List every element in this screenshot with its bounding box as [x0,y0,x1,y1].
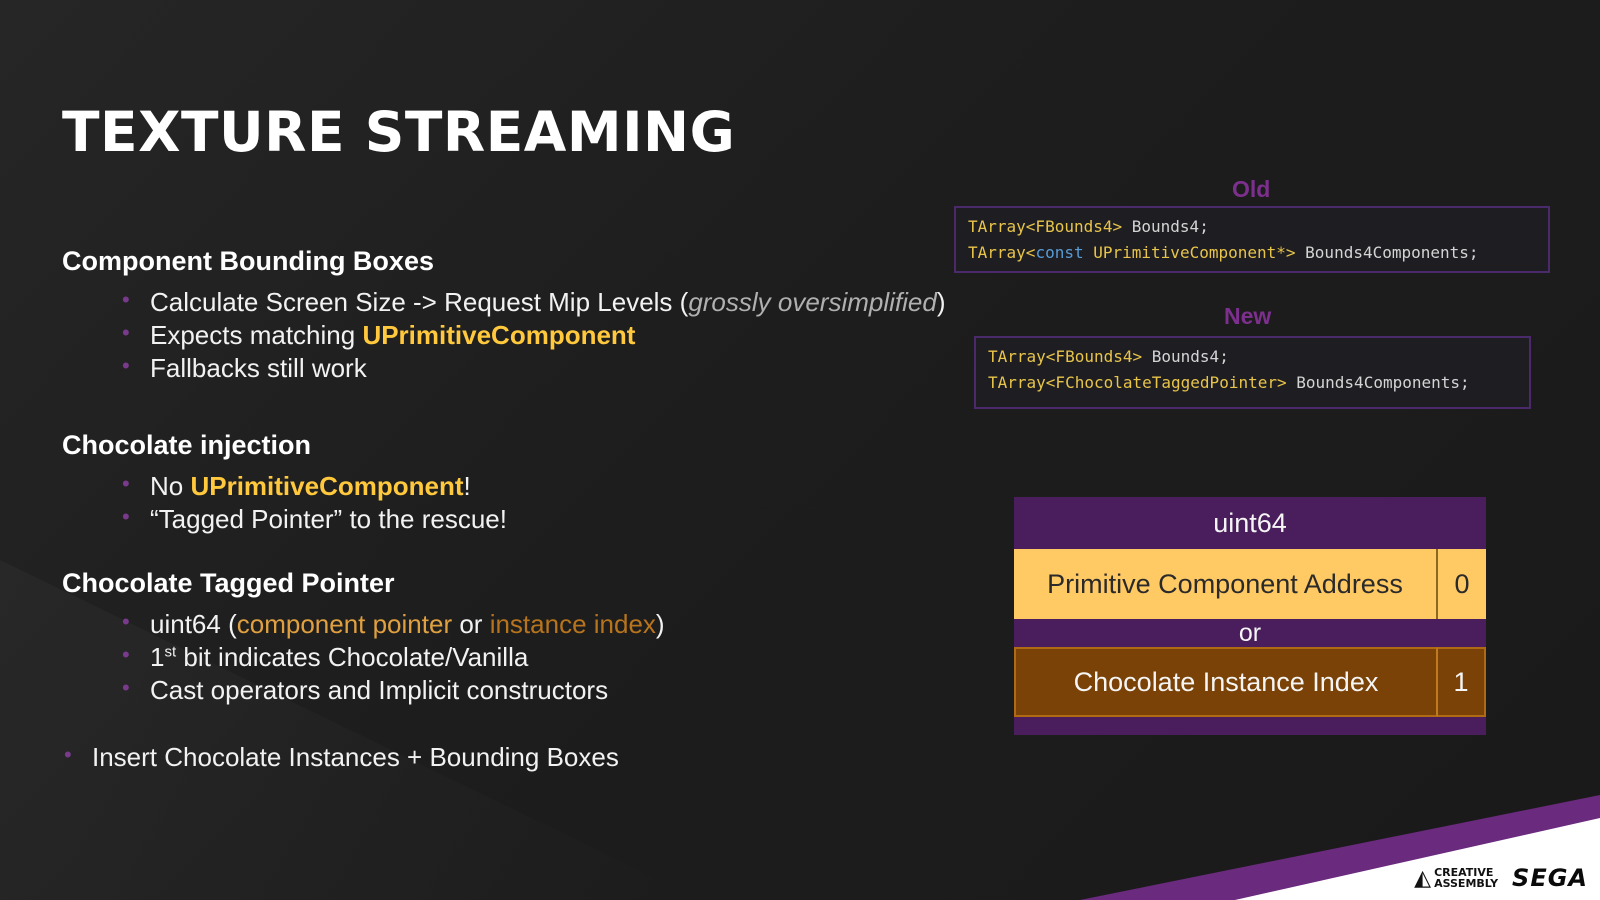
section-heading-tagged-pointer: Chocolate Tagged Pointer [62,568,395,598]
tagged-pointer-diagram: uint64 Primitive Component Address 0 or … [1014,497,1486,735]
bullet-no-primitive: No UPrimitiveComponent! [122,471,471,502]
ca-emblem-icon: ◭ [1414,865,1432,890]
bullet-cast-operators: Cast operators and Implicit constructors [122,675,608,706]
diagram-header-uint64: uint64 [1213,507,1287,538]
section-heading-bounding-boxes: Component Bounding Boxes [62,246,434,276]
bullet-tagged-pointer-rescue: “Tagged Pointer” to the rescue! [122,504,507,535]
creative-assembly-logo: ◭ CREATIVE ASSEMBLY [1414,865,1499,890]
slide-title: TEXTURE STREAMING [62,100,736,164]
bullet-uint64: uint64 (component pointer or instance in… [122,609,665,640]
bullet-screen-size: Calculate Screen Size -> Request Mip Lev… [122,287,945,318]
diagram-bit-one: 1 [1438,647,1486,717]
diagram-or-label: or [1238,618,1262,647]
bullet-fallbacks: Fallbacks still work [122,353,367,384]
diagram-instance-index: Chocolate Instance Index [1014,647,1438,717]
section-heading-chocolate-injection: Chocolate injection [62,430,312,460]
bullet-first-bit: 1st bit indicates Chocolate/Vanilla [122,642,528,673]
code-line: TArray<const UPrimitiveComponent*> Bound… [968,243,1479,262]
code-label-new: New [1224,303,1272,329]
bullet-expects-matching: Expects matching UPrimitiveComponent [122,320,635,351]
logo-area: ◭ CREATIVE ASSEMBLY SEGA [1414,864,1588,892]
sega-logo: SEGA [1512,864,1588,892]
code-block-new: TArray<FBounds4> Bounds4; TArray<FChocol… [974,336,1531,409]
white-corner [1235,818,1600,900]
code-label-old: Old [1232,176,1271,202]
code-line: TArray<FBounds4> Bounds4; [988,347,1229,366]
bullet-insert-instances: Insert Chocolate Instances + Bounding Bo… [64,742,619,773]
code-block-old: TArray<FBounds4> Bounds4; TArray<const U… [954,206,1550,273]
code-line: TArray<FBounds4> Bounds4; [968,217,1209,236]
diagram-primitive-address: Primitive Component Address [1014,549,1438,619]
diagram-bit-zero: 0 [1438,549,1486,619]
code-line: TArray<FChocolateTaggedPointer> Bounds4C… [988,373,1470,392]
